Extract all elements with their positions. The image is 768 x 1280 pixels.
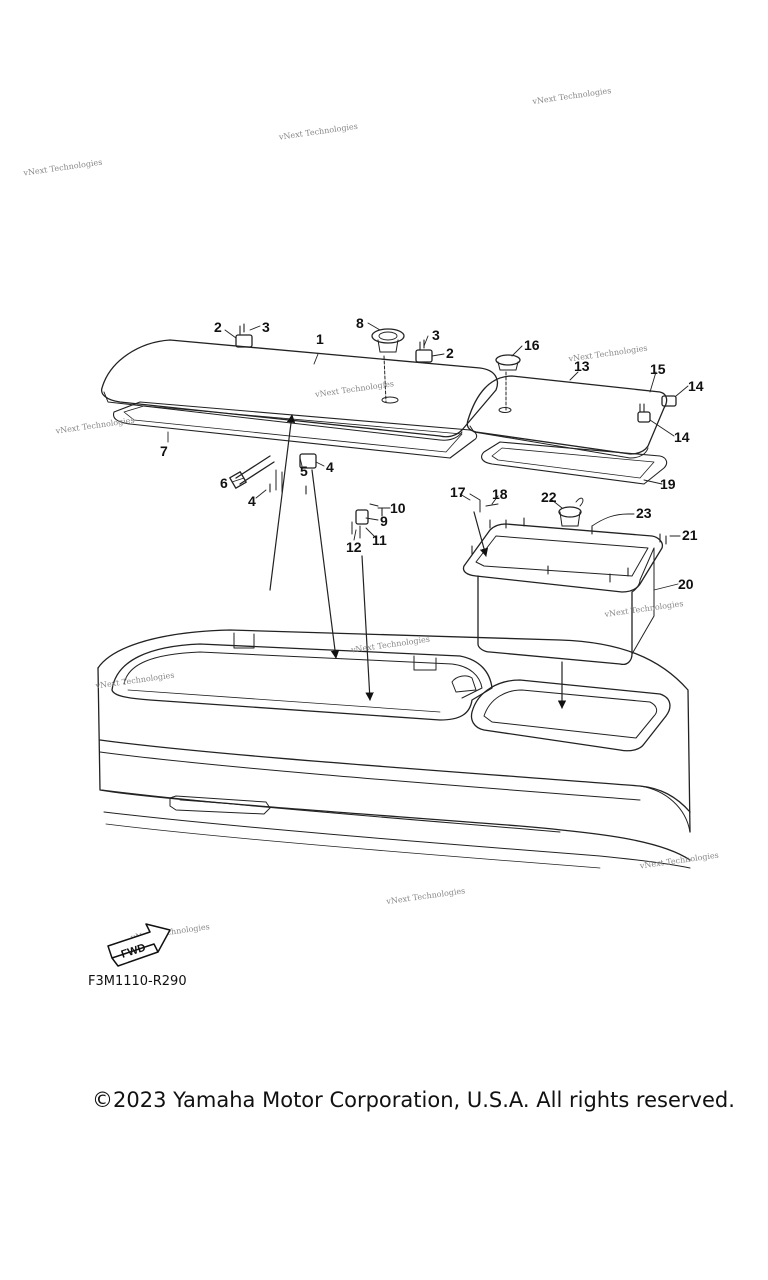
watermark-text: vNext Technologies	[349, 635, 430, 655]
rear-seal	[481, 441, 668, 485]
callout-4: 4	[326, 459, 334, 475]
seat-body	[97, 629, 691, 869]
watermark-text: vNext Technologies	[531, 86, 612, 106]
watermark-text: vNext Technologies	[54, 416, 135, 436]
diagram-code: F3M1110-R290	[88, 974, 187, 989]
callout-20: 20	[678, 576, 694, 592]
callout-14: 14	[674, 429, 690, 445]
callout-4: 4	[248, 493, 256, 509]
callout-3: 3	[262, 319, 270, 335]
callout-23: 23	[636, 505, 652, 521]
callout-17: 17	[450, 484, 466, 500]
callout-8: 8	[356, 315, 364, 331]
callout-16: 16	[524, 337, 540, 353]
callouts: 1 2 3 8 3 2 16 13 15 14 14 7 4 6 4 5 10 …	[160, 315, 704, 592]
callout-19: 19	[660, 476, 676, 492]
watermark-text: vNext Technologies	[603, 599, 684, 619]
callout-13: 13	[574, 358, 590, 374]
watermark-text: vNext Technologies	[22, 158, 103, 178]
watermark-text: vNext Technologies	[567, 344, 648, 364]
callout-6: 6	[220, 475, 228, 491]
fwd-arrow-icon: FWD	[107, 923, 171, 967]
copyright-notice: ©2023 Yamaha Motor Corporation, U.S.A. A…	[92, 1088, 735, 1112]
watermark-text: vNext Technologies	[94, 671, 175, 691]
callout-21: 21	[682, 527, 698, 543]
callout-14: 14	[688, 378, 704, 394]
callout-12: 12	[346, 539, 362, 555]
callout-1: 1	[316, 331, 324, 347]
callout-10: 10	[390, 500, 406, 516]
watermark-text: vNext Technologies	[385, 886, 466, 906]
callout-22: 22	[541, 489, 557, 505]
storage-bin	[462, 523, 664, 666]
callout-2: 2	[446, 345, 454, 361]
callout-2: 2	[214, 319, 222, 335]
callout-15: 15	[650, 361, 666, 377]
watermark-text: vNext Technologies	[277, 122, 358, 142]
callout-7: 7	[160, 443, 168, 459]
callout-5: 5	[300, 463, 308, 479]
watermark-text: vNext Technologies	[314, 379, 395, 399]
rear-lid	[466, 375, 668, 459]
callout-11: 11	[372, 532, 387, 548]
callout-9: 9	[380, 513, 388, 529]
callout-3: 3	[432, 327, 440, 343]
callout-18: 18	[492, 486, 508, 502]
